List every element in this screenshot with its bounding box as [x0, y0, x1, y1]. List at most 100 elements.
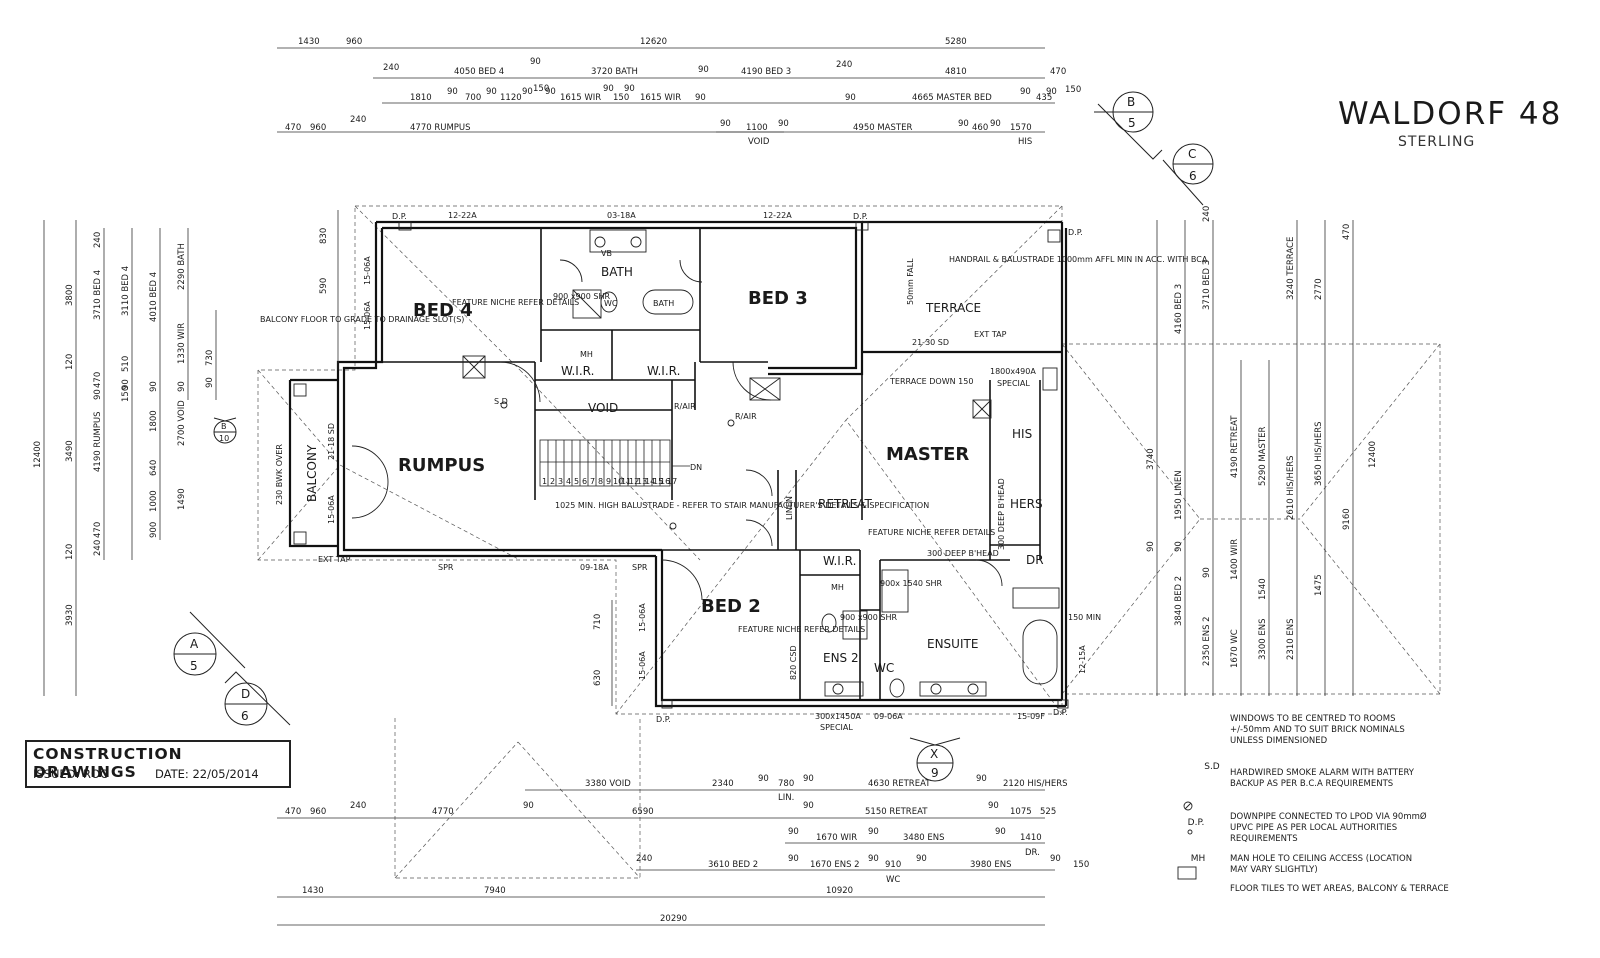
window-label: SPR: [632, 563, 648, 572]
window-label: 15-06A: [363, 301, 372, 330]
stair-number: 2: [550, 477, 555, 486]
section-sheet: 5: [1128, 116, 1136, 130]
dim-top: 1120: [500, 93, 522, 103]
dim-top: 240: [836, 60, 852, 70]
dim-bottom: 1410: [1020, 833, 1042, 843]
downpipe-icon: [661, 699, 673, 709]
downpipe-label: D.P.: [656, 715, 671, 724]
room-balcony: BALCONY: [305, 444, 319, 502]
section-letter: C: [1188, 147, 1196, 161]
dim-bottom: 910: [885, 860, 901, 870]
downpipe-icon: [855, 221, 869, 231]
door-swing: [975, 559, 1003, 587]
dim-bottom: 5150 RETREAT: [865, 807, 928, 817]
dim-bottom: 1075: [1010, 807, 1032, 817]
stair-number: 1: [542, 477, 547, 486]
drawing-title: WALDORF 48: [1338, 96, 1562, 132]
smoke-alarm-icon: [727, 419, 735, 427]
dim-left: 4010 BED 4: [149, 272, 159, 322]
dim-bottom: DR.: [1025, 848, 1040, 858]
dim-top: 90: [720, 119, 731, 129]
dim-bottom: 90: [803, 801, 814, 811]
dim-left: 3930: [65, 604, 75, 626]
drawing-series: STERLING: [1398, 134, 1475, 150]
dim-right: 12400: [1368, 441, 1378, 468]
room-ens-2: ENS 2: [823, 651, 859, 665]
dimension-lines-bottom: [277, 789, 1055, 926]
dim-left: 510: [121, 356, 131, 372]
dim-top: 1570: [1010, 123, 1032, 133]
smoke-alarm-icon: [1183, 801, 1193, 811]
window-label: SPR: [438, 563, 454, 572]
section-letter: B: [1127, 95, 1135, 109]
dimension-lines-right: [1156, 220, 1354, 696]
dim-top: HIS: [1018, 137, 1032, 147]
downpipe-label: D.P.: [1068, 228, 1083, 237]
window-label: 03-18A: [607, 211, 636, 220]
dim-top: 90: [530, 57, 541, 67]
vanity-label: VB: [601, 249, 612, 258]
dim-left: 12400: [33, 441, 43, 468]
dim-left: 90: [121, 379, 131, 390]
dim-top: 4810: [945, 67, 967, 77]
section-sheet: 6: [241, 709, 249, 723]
shower-label: 900 x900 SHR: [553, 292, 610, 301]
plan-annotations: D.P. D.P. D.P. D.P. D.P. 12-22A 03-18A 1…: [260, 211, 1208, 732]
dim-left: 830: [319, 228, 329, 244]
dim-top: 150: [1065, 85, 1081, 95]
room-terrace: TERRACE: [925, 301, 981, 315]
stair-number: 4: [566, 477, 571, 486]
fixtures: [293, 221, 1069, 709]
stair-number: 8: [598, 477, 603, 486]
drain-icon: [293, 531, 307, 545]
room-bed-2: BED 2: [701, 596, 761, 617]
stair-number: 17: [667, 477, 677, 486]
dim-top: 3720 BATH: [591, 67, 638, 77]
dim-top: 4950 MASTER: [853, 123, 912, 133]
room-master: MASTER: [886, 444, 969, 465]
stair: [539, 439, 690, 487]
dim-top: 4665 MASTER BED: [912, 93, 992, 103]
dim-top: 90: [958, 119, 969, 129]
dim-right: 90: [1146, 541, 1156, 552]
legend-text: DOWNPIPE CONNECTED TO LPOD VIA 90mmØ UPV…: [1230, 812, 1427, 844]
room-linen: LINEN: [785, 496, 794, 520]
bath-tub-icon: [642, 289, 694, 315]
dim-top: 1615 WIR: [560, 93, 601, 103]
dimension-lines-left: [43, 210, 613, 706]
legend-text: HARDWIRED SMOKE ALARM WITH BATTERY BACKU…: [1230, 768, 1415, 789]
dim-top: 1615 WIR: [640, 93, 681, 103]
room-bed-3: BED 3: [748, 288, 808, 309]
dim-right: 3840 BED 2: [1174, 576, 1184, 626]
dim-bottom: 90: [868, 854, 879, 864]
room-retreat: RETREAT: [818, 497, 872, 511]
dim-top: 90: [990, 119, 1001, 129]
ext-tap-label: EXT TAP: [318, 555, 351, 564]
drain-icon: [1047, 229, 1061, 243]
dim-left: 1800: [149, 410, 159, 432]
dim-bottom: 2340: [712, 779, 734, 789]
room-rumpus: RUMPUS: [398, 455, 485, 476]
smoke-alarm-label: S.D: [494, 397, 508, 406]
dim-top: 435: [1036, 93, 1052, 103]
window-label: 12-15A: [1078, 645, 1087, 674]
dim-right: 3300 ENS: [1258, 619, 1268, 660]
feature-niche-note: FEATURE NICHE REFER DETAILS: [738, 625, 865, 634]
downpipe-label: D.P.: [392, 212, 407, 221]
dim-top: 4770 RUMPUS: [410, 123, 471, 133]
legend-symbols: [1177, 801, 1197, 880]
section-letter: D: [241, 687, 250, 701]
dim-bottom: 7940: [484, 886, 506, 896]
dim-right: 1950 LINEN: [1174, 470, 1184, 520]
dim-top: 90: [1020, 87, 1031, 97]
dim-right: 1540: [1258, 578, 1268, 600]
feature-niche-note: FEATURE NICHE REFER DETAILS: [452, 298, 579, 307]
vanity: [824, 681, 864, 697]
dim-top: 90: [695, 93, 706, 103]
dim-left: 630: [593, 670, 603, 686]
dim-top: 90: [447, 87, 458, 97]
room-wir-1: W.I.R.: [561, 364, 594, 378]
downpipe-icon: [398, 221, 412, 231]
stair-down-label: DN: [690, 463, 702, 472]
bath-tub-icon: [1022, 619, 1058, 685]
